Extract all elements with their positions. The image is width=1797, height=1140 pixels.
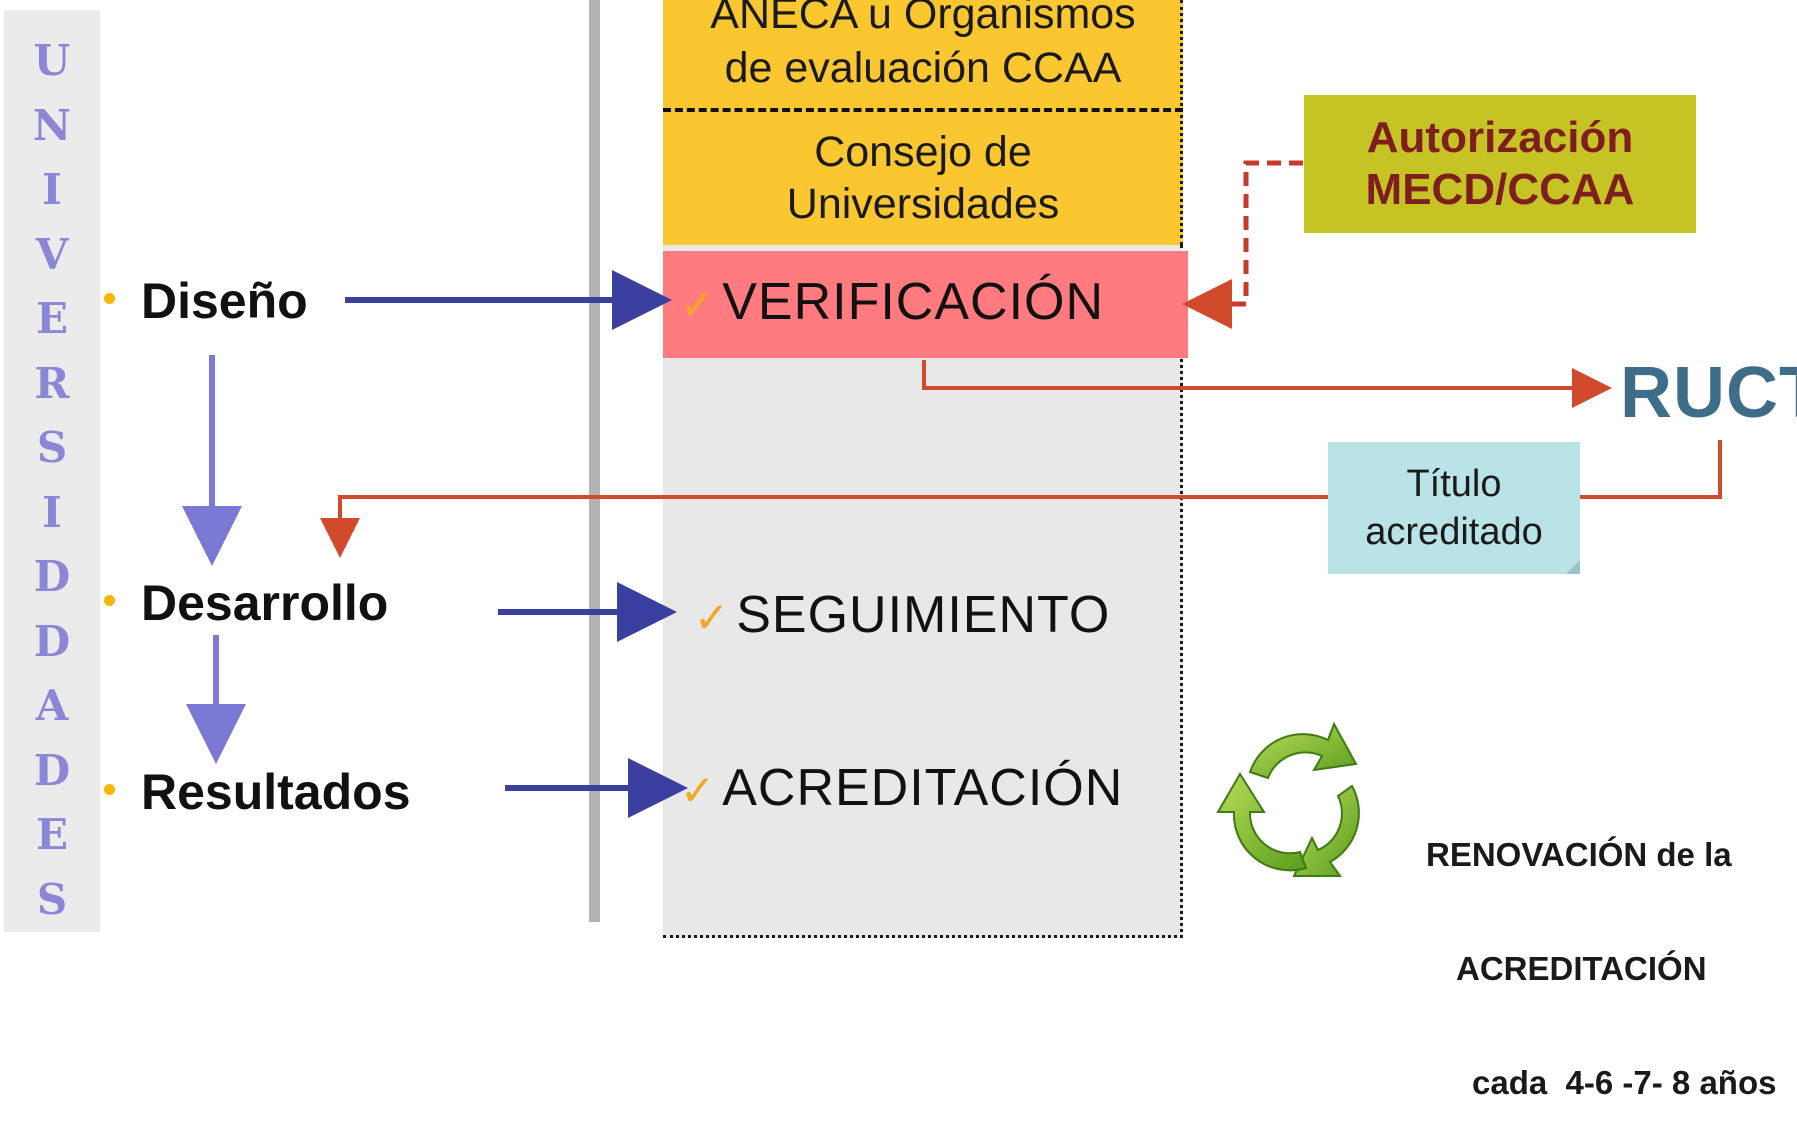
arrow-verificacion-to-ruct bbox=[922, 360, 1612, 408]
universidades-letter: I bbox=[42, 165, 62, 214]
universidades-letter: A bbox=[35, 681, 69, 730]
universidades-letter: S bbox=[36, 423, 68, 472]
universidades-letter: E bbox=[35, 810, 68, 859]
phase-resultados-label: Resultados bbox=[141, 764, 411, 820]
universidades-letter: E bbox=[35, 294, 68, 343]
renovacion-line-3: cada 4-6 -7- 8 años bbox=[1472, 1064, 1777, 1101]
dashed-separator bbox=[663, 108, 1183, 112]
universidades-letter: U bbox=[33, 36, 71, 85]
bullet-dot-icon bbox=[104, 595, 115, 607]
acreditacion-stage: ✓ACREDITACIÓN bbox=[680, 758, 1123, 818]
renovacion-line-1: RENOVACIÓN de la bbox=[1426, 836, 1732, 873]
check-icon: ✓ bbox=[694, 594, 731, 641]
recycle-icon bbox=[1216, 721, 1360, 877]
autorizacion-box: Autorización MECD/CCAA bbox=[1304, 95, 1696, 233]
phase-desarrollo-label: Desarrollo bbox=[141, 575, 389, 631]
evaluation-bodies-box: ANECA u Organismos de evaluación CCAA Co… bbox=[663, 0, 1183, 245]
org-line-1: ANECA u Organismos bbox=[710, 0, 1136, 38]
phase-diseno-label: Diseño bbox=[141, 273, 308, 329]
titulo-acreditado-note: Título acreditado bbox=[1328, 442, 1580, 574]
consejo-line-1: Consejo de bbox=[814, 128, 1032, 176]
bullet-dot-icon bbox=[104, 293, 115, 305]
renovacion-text: RENOVACIÓN de la ACREDITACIÓN cada 4-6 -… bbox=[1426, 760, 1776, 1140]
titulo-line-1: Título bbox=[1406, 463, 1502, 505]
note-fold bbox=[1566, 560, 1580, 574]
column-divider bbox=[589, 0, 600, 922]
phase-diseno: Diseño bbox=[104, 272, 308, 330]
universidades-band bbox=[4, 10, 100, 932]
consejo-line-2: Universidades bbox=[786, 180, 1060, 228]
org-line-2: de evaluación CCAA bbox=[724, 44, 1122, 92]
connector-arrows bbox=[182, 160, 1722, 818]
autorizacion-line-2: MECD/CCAA bbox=[1365, 165, 1635, 214]
universidades-letter: N bbox=[32, 100, 72, 150]
acreditacion-label: ACREDITACIÓN bbox=[722, 759, 1124, 817]
universidades-letter: V bbox=[35, 229, 69, 279]
seguimiento-label: SEGUIMIENTO bbox=[736, 586, 1111, 644]
universidades-letter: R bbox=[34, 358, 70, 408]
renovacion-line-2: ACREDITACIÓN bbox=[1456, 950, 1707, 987]
universidades-letter: D bbox=[33, 745, 71, 795]
titulo-line-2: acreditado bbox=[1365, 511, 1543, 553]
autorizacion-line-1: Autorización bbox=[1366, 113, 1634, 162]
check-icon: ✓ bbox=[680, 281, 717, 328]
phase-desarrollo: Desarrollo bbox=[104, 574, 388, 632]
phase-resultados: Resultados bbox=[104, 763, 411, 821]
bullet-dot-icon bbox=[104, 784, 115, 796]
verificacion-box bbox=[663, 251, 1188, 358]
universidades-letter: D bbox=[33, 616, 71, 666]
arrow-autorizacion-to-verificacion bbox=[1182, 160, 1303, 329]
universidades-letter: I bbox=[42, 487, 62, 537]
universidades-letter: S bbox=[36, 874, 68, 924]
universidades-letter: D bbox=[33, 552, 71, 601]
verificacion-stage: ✓VERIFICACIÓN bbox=[680, 272, 1104, 332]
arrow-ruct-to-desarrollo bbox=[320, 440, 1722, 558]
seguimiento-stage: ✓SEGUIMIENTO bbox=[694, 585, 1110, 645]
verificacion-label: VERIFICACIÓN bbox=[722, 273, 1105, 331]
